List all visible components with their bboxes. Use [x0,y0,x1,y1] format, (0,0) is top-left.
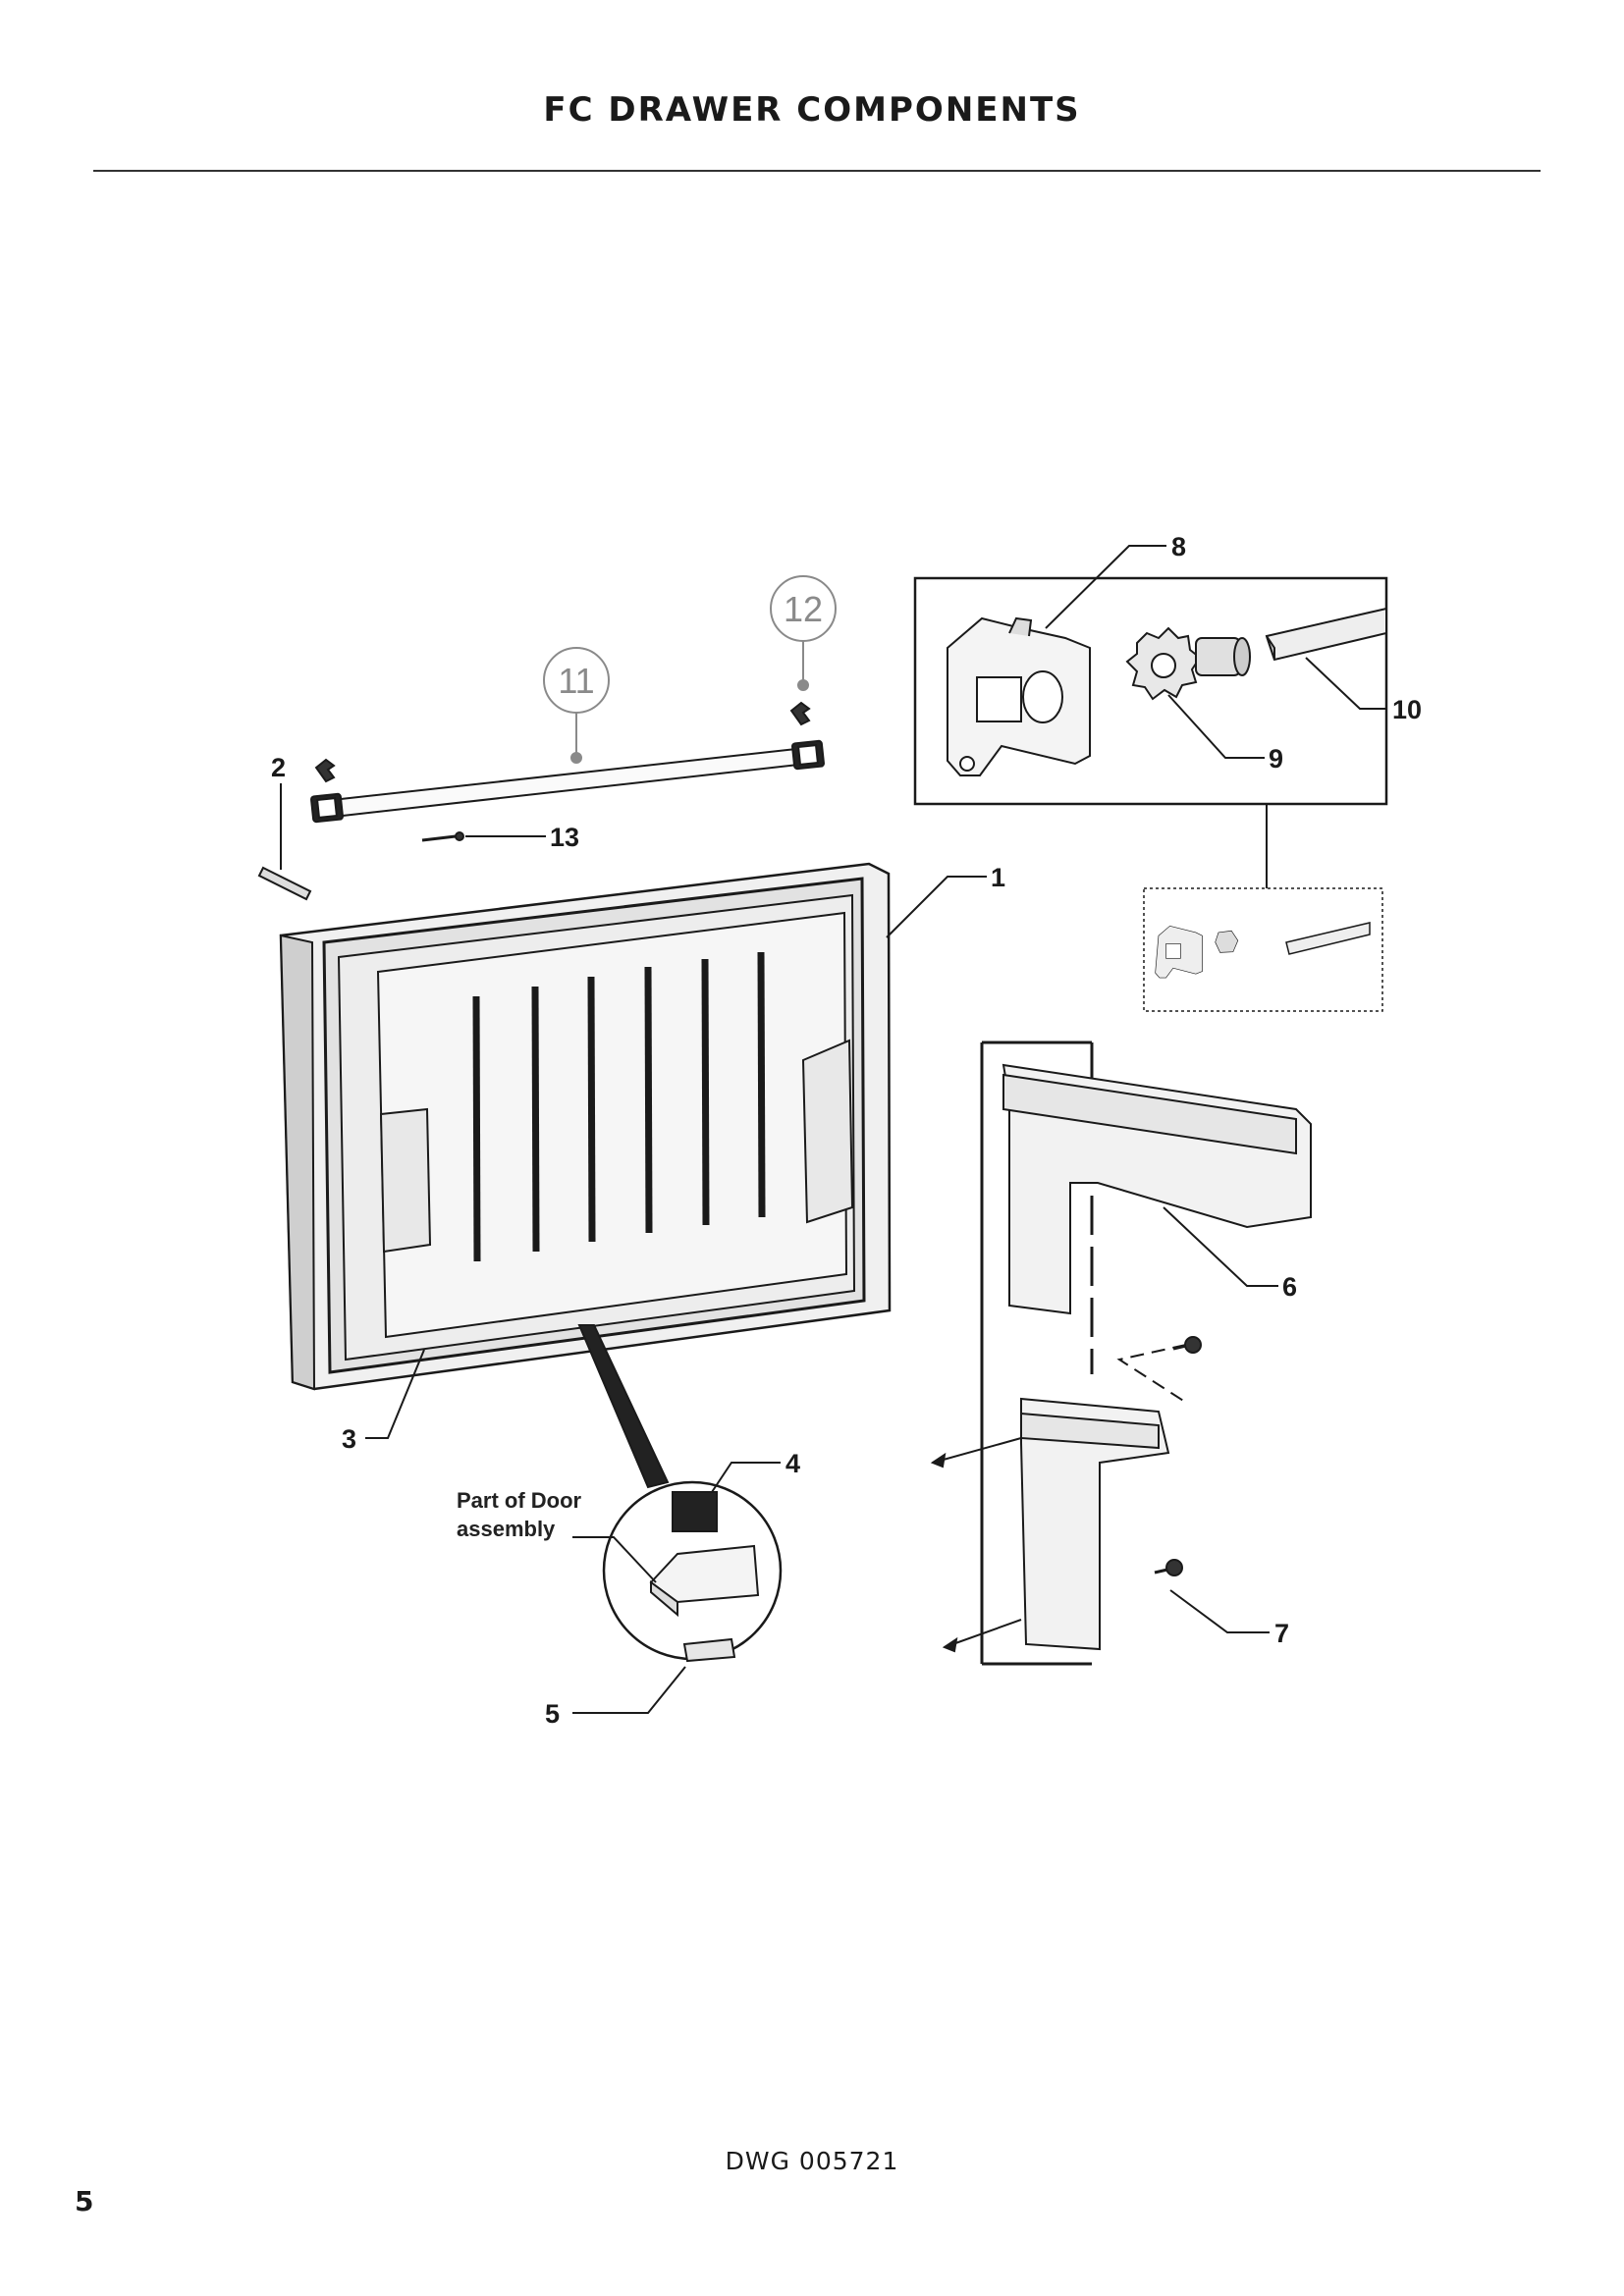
callout-6: 6 [1282,1272,1297,1302]
callout-12: 12 [784,589,823,629]
callout-11: 11 [558,661,594,701]
door-assembly-note-line2: assembly [457,1517,556,1541]
callout-4: 4 [785,1449,800,1478]
gear-part [1125,626,1251,701]
magnet-part [672,1491,718,1532]
screw-part-6 [1172,1336,1202,1354]
drawing-number: DWG 005721 [725,2147,899,2175]
screw-left [314,758,336,783]
callout-13: 13 [550,823,579,852]
callout-9: 9 [1269,744,1283,774]
callout-5: 5 [545,1699,560,1729]
dotted-inset [1143,887,1383,1012]
screw-part-7 [1154,1559,1183,1576]
callout-7: 7 [1274,1619,1289,1648]
callout-10: 10 [1392,695,1422,724]
hinge-bracket-part [947,616,1091,776]
square-bar-part [1265,607,1387,662]
door-panel-part [279,862,892,1391]
handle-rod-part [310,739,825,824]
inset-box [913,576,1388,806]
callout-3: 3 [342,1424,356,1454]
door-assembly-note-line1: Part of Door [457,1488,582,1513]
page-title: FC DRAWER COMPONENTS [543,90,1081,130]
screw-right [789,701,811,726]
callout-1: 1 [991,863,1005,892]
rail-assembly-part [980,1041,1312,1666]
page-number: 5 [75,2185,94,2217]
callout-2: 2 [271,753,286,782]
title-rule [93,170,1541,172]
callout-8: 8 [1171,532,1186,561]
